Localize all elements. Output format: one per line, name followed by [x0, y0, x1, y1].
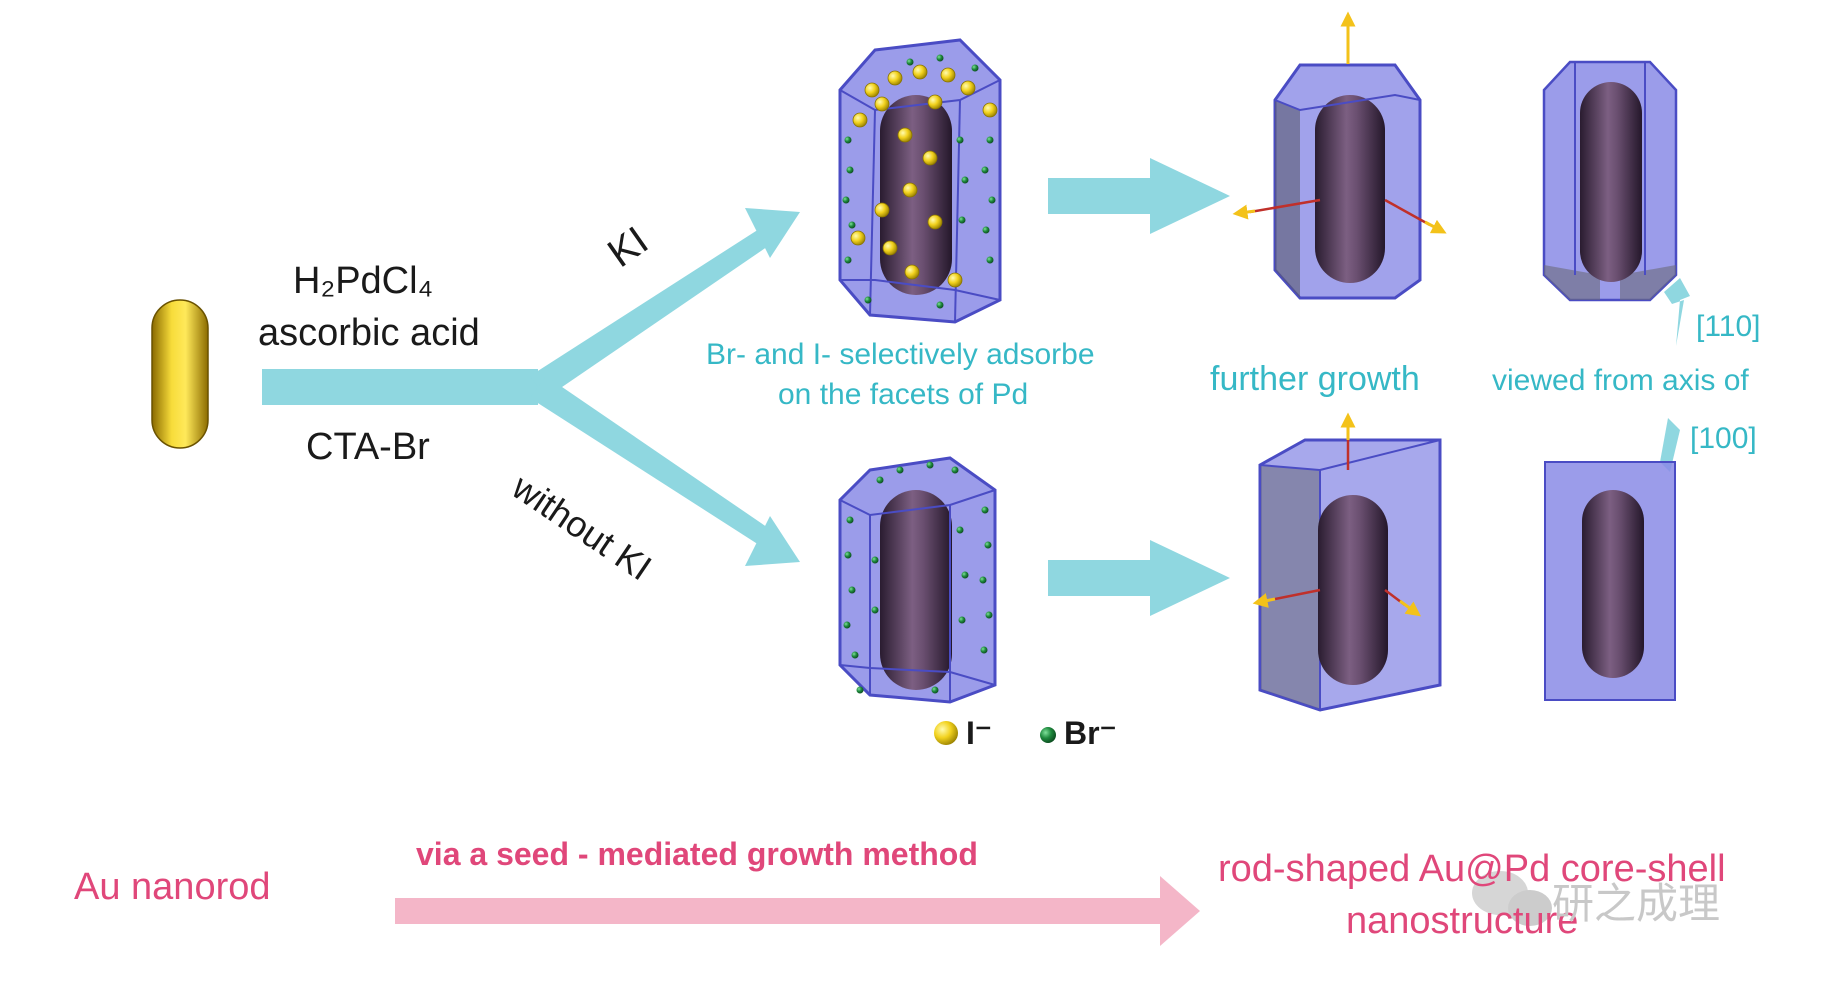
product-label-line2: nanostructure [1346, 900, 1579, 942]
pd-shell-with-ki [838, 38, 1002, 324]
iodide-legend-icon [934, 721, 958, 745]
legend-iodide-label: I⁻ [966, 715, 992, 751]
grown-rectangular-rod [1252, 412, 1442, 712]
method-label: via a seed - mediated growth method [416, 836, 978, 872]
gold-nanorod-icon [151, 299, 209, 449]
axis-110-label: [110] [1696, 310, 1761, 343]
pink-arrow [395, 876, 1200, 946]
watermark-text: 研之成理 [1552, 880, 1721, 927]
iodide-ions-top [850, 64, 998, 288]
viewed-from-label: viewed from axis of [1492, 364, 1749, 397]
wechat-icon [1472, 871, 1552, 926]
bromide-legend-icon [1040, 727, 1056, 743]
view-100-panel [1544, 461, 1676, 701]
reagent-ascorbic-acid: ascorbic acid [258, 312, 480, 354]
reaction-arrows [262, 158, 1690, 616]
bromide-ions-top [842, 54, 996, 309]
reagent-cta-br: CTA-Br [306, 426, 430, 468]
product-label-line1: rod-shaped Au@Pd core-shell [1218, 848, 1726, 890]
further-growth-label: further growth [1210, 360, 1420, 398]
pd-shell-without-ki [838, 456, 997, 704]
adsorb-label-line1: Br- and I- selectively adsorbe [706, 338, 1095, 371]
reagent-h2pdcl4: H₂PdCl₄ [293, 260, 434, 302]
legend-bromide-label: Br⁻ [1064, 715, 1117, 751]
bromide-ions-bottom [843, 461, 993, 694]
grown-octagonal-rod [1232, 11, 1447, 300]
axis-100-label: [100] [1690, 422, 1757, 455]
view-110-panel [1542, 60, 1678, 302]
adsorb-label-line2: on the facets of Pd [778, 378, 1029, 411]
au-nanorod-label: Au nanorod [74, 866, 271, 908]
